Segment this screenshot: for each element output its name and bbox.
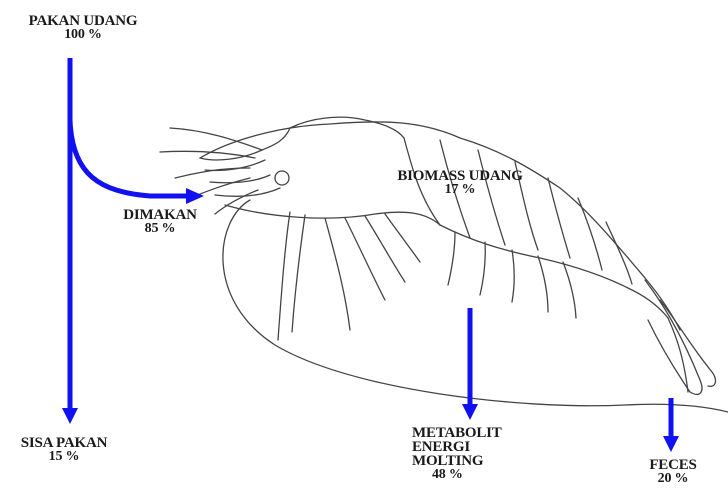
node-eaten-value: 85 % [100,222,220,236]
node-feed-value: 100 % [8,28,158,42]
node-eaten: DIMAKAN 85 % [100,208,220,236]
flow-line-feed-to-eaten [70,120,188,196]
node-metabolism-line-2: ENERGI [412,440,528,454]
node-feces: FECES 20 % [628,458,718,486]
node-biomass-label: BIOMASS UDANG [370,169,550,183]
arrowhead-leftover [62,408,78,424]
node-metabolism: METABOLIT ENERGI MOLTING 48 % [398,426,528,482]
node-biomass: BIOMASS UDANG 17 % [370,169,550,197]
arrowhead-metabolism [462,404,478,420]
node-eaten-label: DIMAKAN [100,208,220,222]
arrowhead-eaten [186,188,204,204]
node-biomass-value: 17 % [370,183,550,197]
node-leftover-value: 15 % [4,450,124,464]
node-metabolism-line-1: METABOLIT [412,426,528,440]
node-feed-label: PAKAN UDANG [8,14,158,28]
node-feed: PAKAN UDANG 100 % [8,14,158,42]
arrowhead-feces [663,436,679,452]
node-metabolism-line-3: MOLTING [412,454,528,468]
node-metabolism-value: 48 % [412,468,528,482]
node-feces-value: 20 % [628,472,718,486]
node-leftover: SISA PAKAN 15 % [4,436,124,464]
node-leftover-label: SISA PAKAN [4,436,124,450]
node-feces-label: FECES [628,458,718,472]
